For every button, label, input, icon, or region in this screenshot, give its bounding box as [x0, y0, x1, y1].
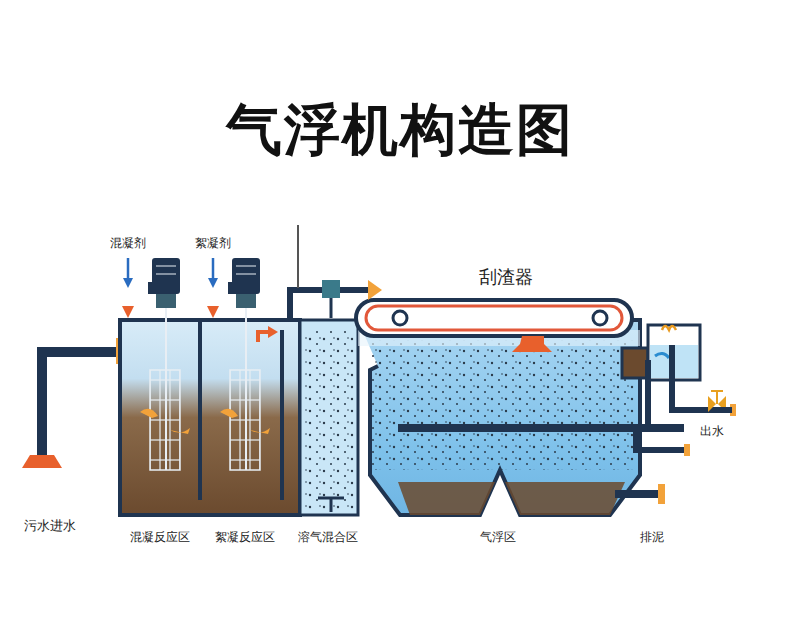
diagram-title: 气浮机构造图 [226, 96, 574, 163]
part-name: 刮渣器 [479, 266, 533, 288]
zone-label: 气浮区 [480, 530, 516, 544]
inlet-label: 污水进水 [24, 518, 76, 534]
sludge-label: 排泥 [640, 530, 664, 544]
chemical-label: 混凝剂 [110, 236, 146, 250]
outlet-label: 出水 [700, 424, 724, 438]
zone-label: 溶气混合区 [298, 530, 358, 544]
zone-label: 絮凝反应区 [215, 530, 275, 544]
zone-label: 混凝反应区 [130, 530, 190, 544]
chemical-label: 絮凝剂 [195, 236, 231, 250]
